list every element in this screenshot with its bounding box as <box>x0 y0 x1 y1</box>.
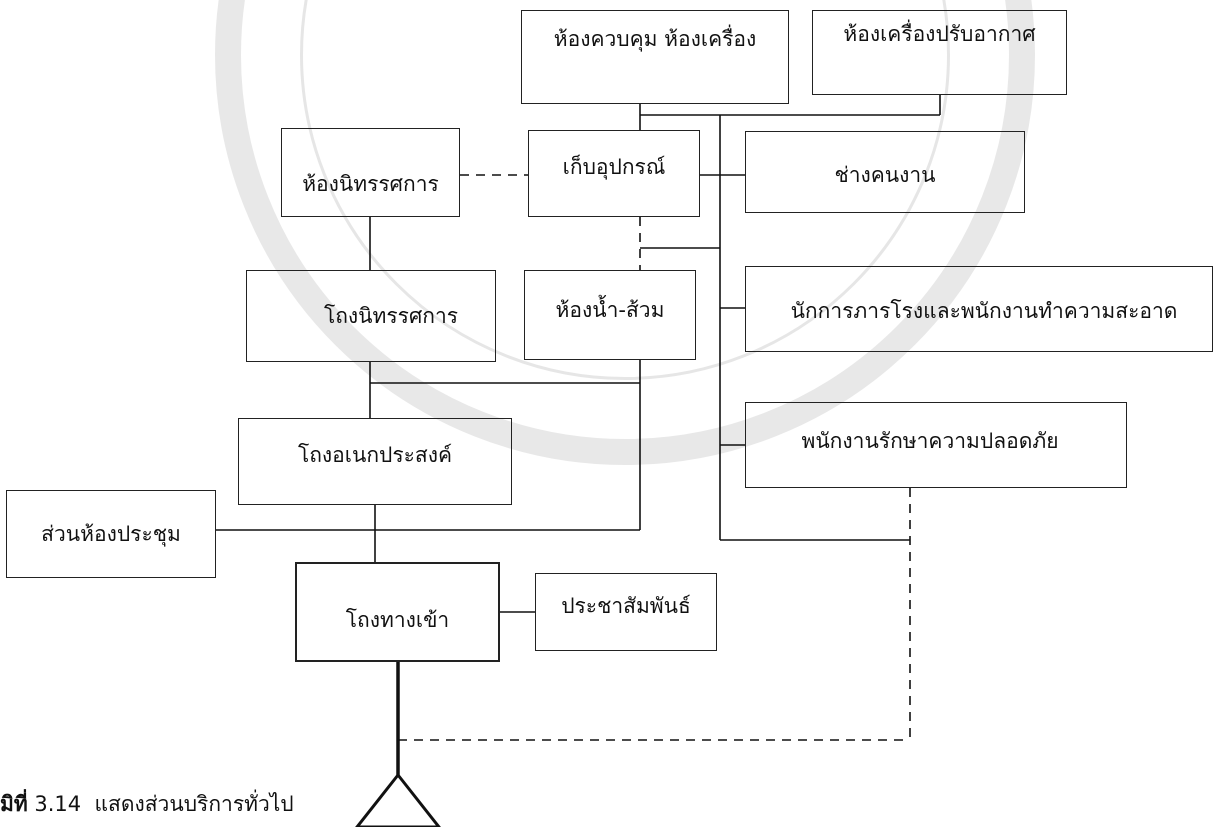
node-security-staff-label: พนักงานรักษาความปลอดภัย <box>801 428 1059 453</box>
node-multipurpose-hall: โถงอเนกประสงค์ <box>238 418 512 505</box>
node-multipurpose-hall-label: โถงอเนกประสงค์ <box>297 443 453 467</box>
node-public-relations-label: ประชาสัมพันธ์ <box>561 593 691 618</box>
node-control-room-label: ห้องควบคุม ห้องเครื่อง <box>553 26 757 51</box>
node-restroom: ห้องน้ำ-ส้วม <box>524 270 696 360</box>
node-ac-room: ห้องเครื่องปรับอากาศ <box>812 10 1067 95</box>
triangle-icon <box>355 772 441 827</box>
node-control-room: ห้องควบคุม ห้องเครื่อง <box>521 10 789 104</box>
node-janitor-staff: นักการภารโรงและพนักงานทำความสะอาด <box>745 266 1213 352</box>
caption-number: 3.14 <box>34 792 82 816</box>
node-meeting-room: ส่วนห้องประชุม <box>6 490 216 578</box>
node-equipment-storage-label: เก็บอุปกรณ์ <box>562 155 666 179</box>
node-exhibition-room: ห้องนิทรรศการ <box>281 128 460 217</box>
node-meeting-room-label: ส่วนห้องประชุม <box>41 521 181 546</box>
node-exhibition-room-label: ห้องนิทรรศการ <box>302 172 439 196</box>
node-restroom-label: ห้องน้ำ-ส้วม <box>555 297 665 322</box>
figure-caption: มิที่ 3.14 แสดงส่วนบริการทั่วไป <box>0 788 294 821</box>
node-technician: ช่างคนงาน <box>745 131 1025 213</box>
node-entrance-hall-label: โถงทางเข้า <box>345 607 450 632</box>
node-ac-room-label: ห้องเครื่องปรับอากาศ <box>843 22 1036 46</box>
node-entrance-hall: โถงทางเข้า <box>295 562 500 662</box>
node-public-relations: ประชาสัมพันธ์ <box>535 573 717 651</box>
node-exhibition-hall-label: โถงนิทรรศการ <box>323 303 459 328</box>
caption-text: แสดงส่วนบริการทั่วไป <box>94 792 294 816</box>
node-technician-label: ช่างคนงาน <box>834 162 936 187</box>
node-equipment-storage: เก็บอุปกรณ์ <box>528 130 700 217</box>
caption-prefix: มิที่ <box>0 792 28 816</box>
node-security-staff: พนักงานรักษาความปลอดภัย <box>745 402 1127 488</box>
node-exhibition-hall: โถงนิทรรศการ <box>246 270 496 362</box>
node-janitor-staff-label: นักการภารโรงและพนักงานทำความสะอาด <box>790 299 1178 323</box>
